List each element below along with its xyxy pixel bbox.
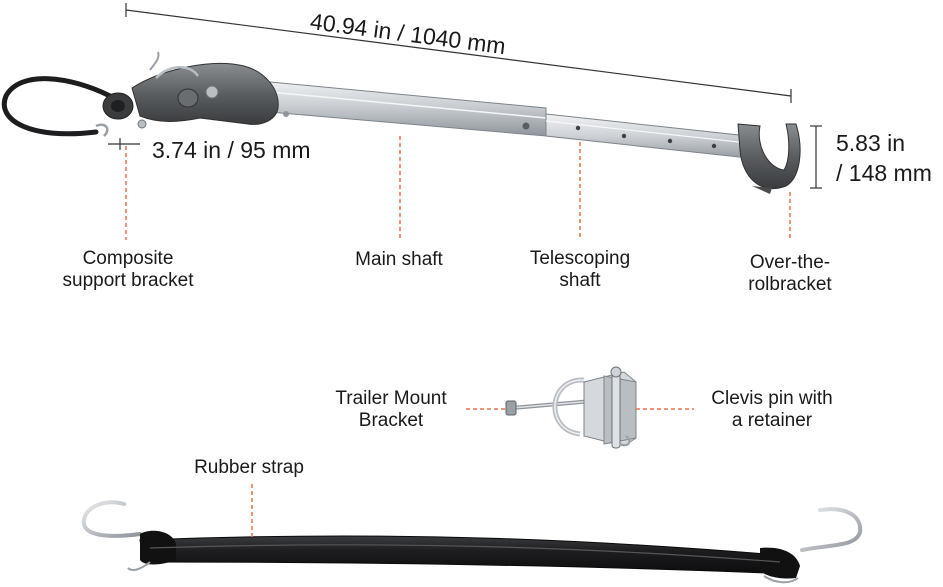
height-dimension-line2: / 148 mm <box>836 160 932 186</box>
telescoping-shaft-label: Telescoping shaft <box>516 248 644 292</box>
clevis-pin-label: Clevis pin with a retainer <box>694 388 850 432</box>
bracket-width-dimension: 3.74 in / 95 mm <box>152 137 311 163</box>
composite-label-line2: support bracket <box>62 270 194 291</box>
height-dimension-line1: 5.83 in <box>836 130 906 156</box>
height-dimension: 5.83 in / 148 mm <box>836 128 932 188</box>
leader-lines <box>125 136 791 540</box>
bracket-width-dimension-line <box>108 138 140 150</box>
trailer-mount-bracket-drawing <box>505 366 637 449</box>
composite-label-line1: Composite <box>82 248 174 269</box>
main-shaft-label: Main shaft <box>355 249 443 270</box>
telescoping-label-line1: Telescoping <box>529 248 631 269</box>
clevis-label-line2: a retainer <box>731 410 813 431</box>
telescoping-label-line2: shaft <box>559 270 601 291</box>
telescoping-shaft-drawing <box>545 113 749 159</box>
main-shaft-drawing <box>269 81 547 137</box>
rubber-strap-label: Rubber strap <box>194 457 304 478</box>
height-dimension-line <box>810 125 822 189</box>
length-dimension-line <box>125 3 792 103</box>
trailer-label-line1: Trailer Mount <box>335 388 447 409</box>
over-the-roll-bracket-label: Over-the- rolbracket <box>734 252 846 296</box>
bracket-loop-strap <box>1 51 160 137</box>
over-the-roll-bracket-drawing <box>737 123 801 194</box>
trailer-mount-bracket-label: Trailer Mount Bracket <box>322 388 460 432</box>
over-label-line2: rolbracket <box>748 274 832 295</box>
composite-support-bracket-label: Composite support bracket <box>50 248 206 292</box>
rubber-strap-drawing <box>81 500 863 584</box>
over-label-line1: Over-the- <box>749 252 831 273</box>
clevis-label-line1: Clevis pin with <box>711 388 833 409</box>
composite-support-bracket-drawing <box>102 63 289 129</box>
trailer-label-line2: Bracket <box>358 410 424 431</box>
